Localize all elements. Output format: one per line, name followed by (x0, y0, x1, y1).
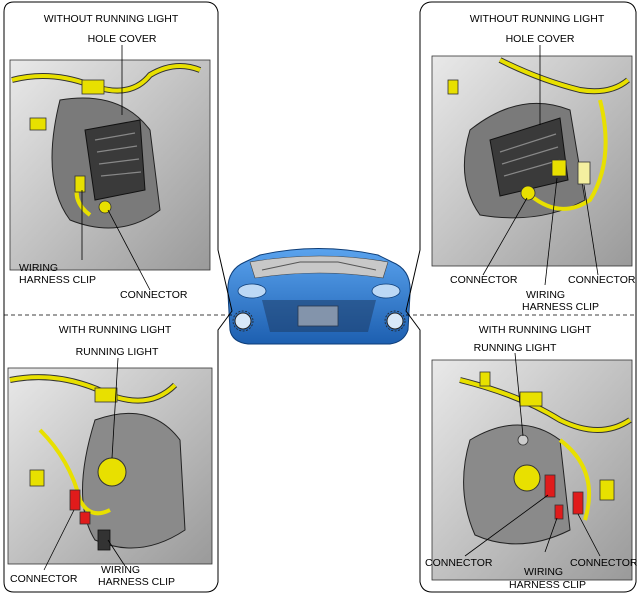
right-panel-frame (405, 1, 637, 593)
right-top-wiring-label-l1: WIRING (526, 289, 565, 301)
left-top-illustration (9, 59, 211, 271)
right-bottom-connector-right-label: CONNECTOR (570, 557, 638, 569)
left-top-wiring-label-l2: HARNESS CLIP (19, 274, 96, 286)
left-top-title: WITHOUT RUNNING LIGHT (44, 13, 179, 25)
right-top-connector-right-label: CONNECTOR (568, 274, 636, 286)
left-bottom-running-light-label: RUNNING LIGHT (76, 346, 159, 358)
left-panel-frame (3, 1, 233, 593)
right-top-connector-left-label: CONNECTOR (450, 274, 518, 286)
left-top-hole-cover-label: HOLE COVER (88, 33, 157, 45)
right-top-wiring-label-l2: HARNESS CLIP (522, 301, 599, 313)
left-bottom-illustration (7, 367, 213, 565)
right-top-title: WITHOUT RUNNING LIGHT (470, 13, 605, 25)
right-top-hole-cover-label: HOLE COVER (506, 33, 575, 45)
right-top-illustration (431, 55, 633, 267)
car-front-illustration (227, 248, 411, 345)
left-bottom-wiring-label-l1: WIRING (101, 564, 140, 576)
left-bottom-wiring-label-l2: HARNESS CLIP (98, 576, 175, 588)
right-bottom-running-light-label: RUNNING LIGHT (474, 342, 557, 354)
right-bottom-connector-left-label: CONNECTOR (425, 557, 493, 569)
left-bottom-title: WITH RUNNING LIGHT (59, 324, 172, 336)
leader-lines (43, 45, 601, 571)
left-top-wiring-label-l1: WIRING (19, 262, 58, 274)
left-bottom-connector-label: CONNECTOR (10, 573, 78, 585)
right-bottom-wiring-label-l2: HARNESS CLIP (509, 579, 586, 591)
right-bottom-title: WITH RUNNING LIGHT (479, 324, 592, 336)
right-bottom-illustration (431, 359, 633, 581)
right-bottom-wiring-label-l1: WIRING (524, 566, 563, 578)
left-top-connector-label: CONNECTOR (120, 289, 188, 301)
